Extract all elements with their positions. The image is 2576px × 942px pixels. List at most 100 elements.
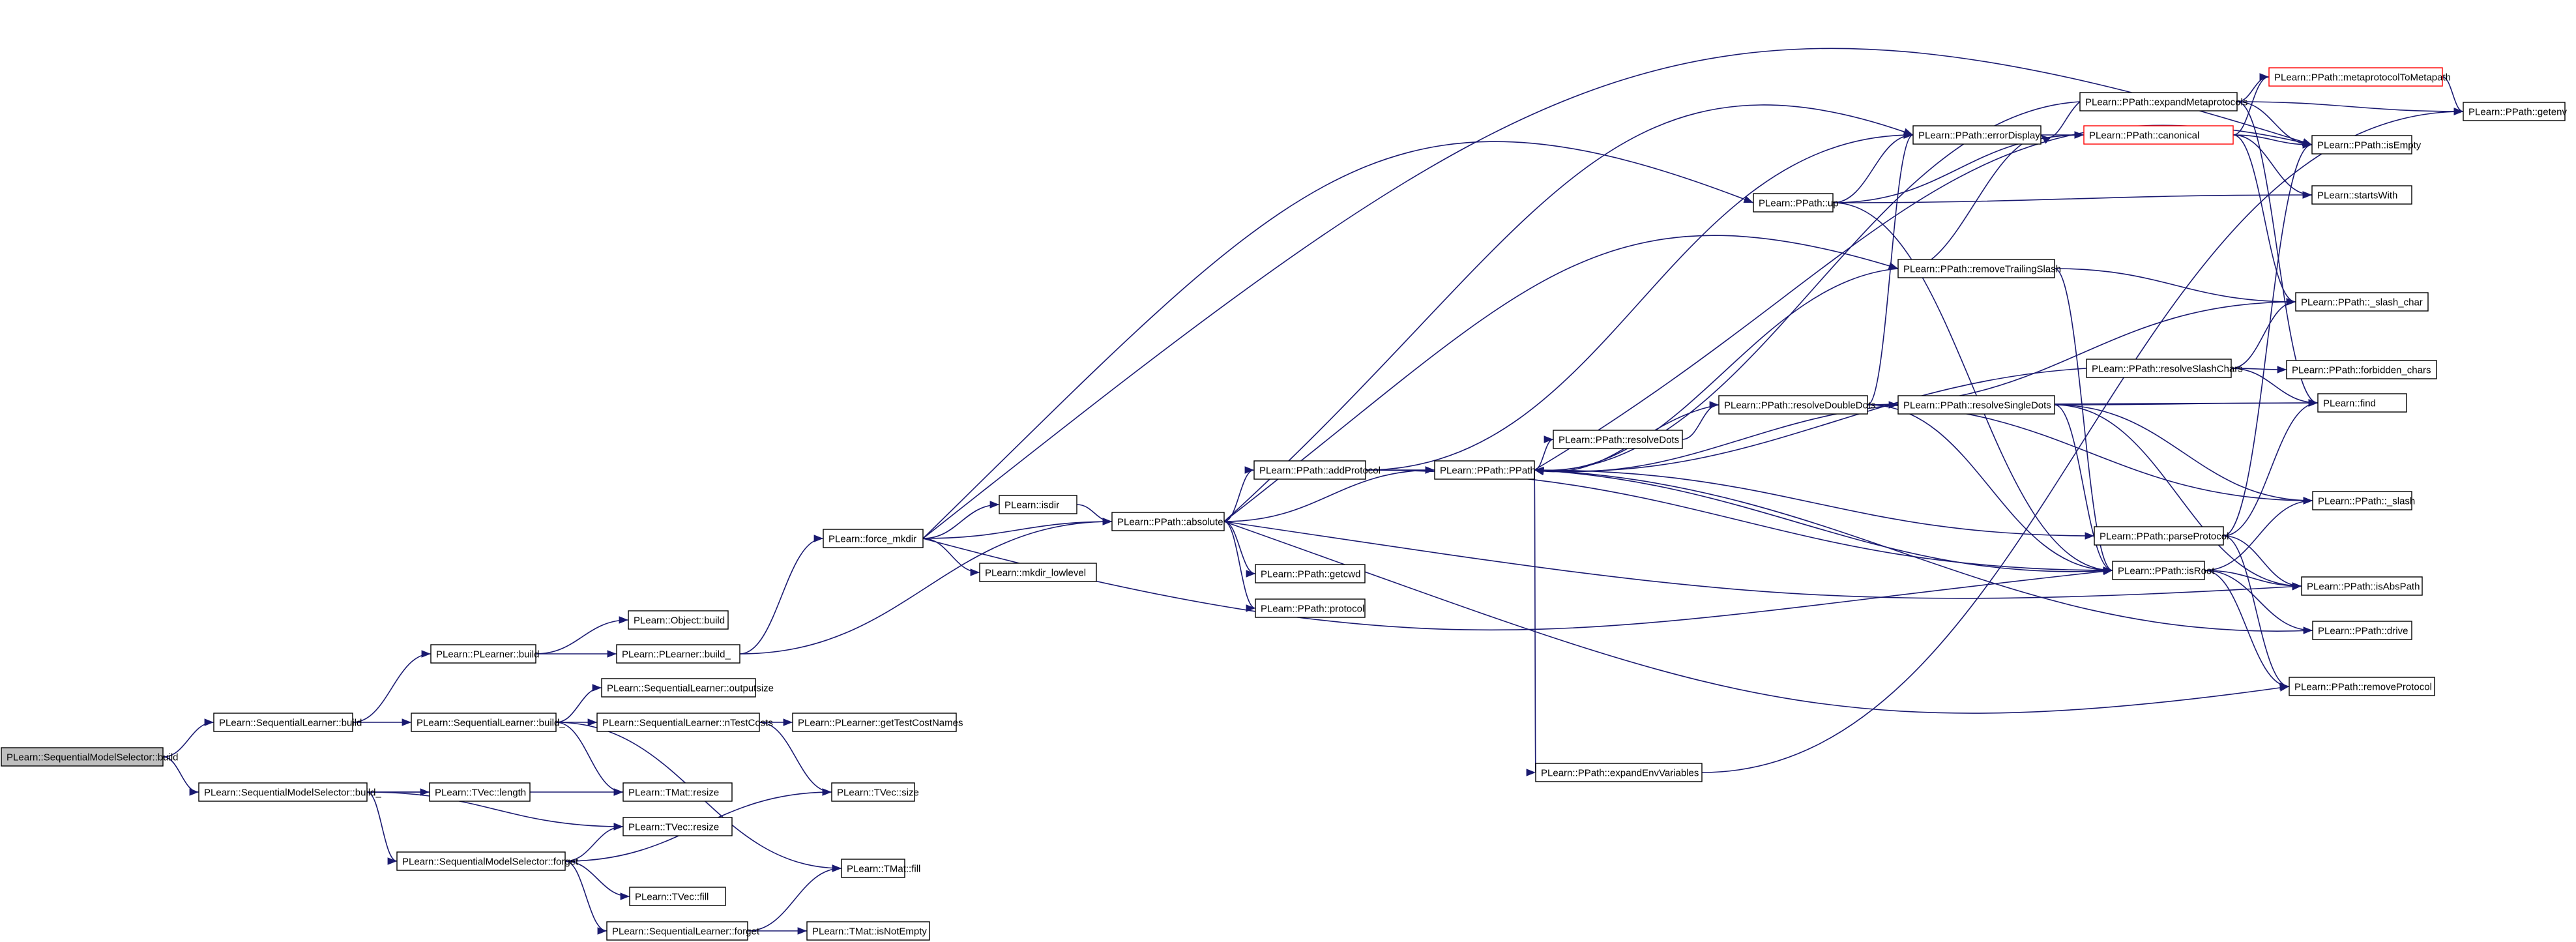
- graph-node[interactable]: PLearn::PPath::resolveSlashChars: [2086, 359, 2243, 378]
- graph-node[interactable]: PLearn::PPath::addProtocol: [1253, 460, 1381, 480]
- node-box[interactable]: [1111, 512, 1225, 531]
- graph-node[interactable]: PLearn::PPath::_slash_char: [2295, 292, 2429, 312]
- graph-node[interactable]: PLearn::PPath::removeProtocol: [2289, 677, 2435, 696]
- graph-node[interactable]: PLearn::PLearner::build: [430, 644, 539, 664]
- node-box[interactable]: [2311, 135, 2412, 155]
- node-box[interactable]: [2289, 677, 2435, 696]
- graph-node[interactable]: PLearn::PPath::PPath: [1434, 460, 1536, 480]
- node-box[interactable]: [2463, 102, 2566, 121]
- graph-node[interactable]: PLearn::PPath::absolute: [1111, 512, 1225, 531]
- node-box[interactable]: [2295, 292, 2429, 312]
- graph-node[interactable]: PLearn::TVec::fill: [629, 887, 726, 906]
- node-box[interactable]: [198, 782, 368, 802]
- node-box[interactable]: [823, 529, 924, 548]
- graph-node[interactable]: PLearn::SequentialLearner::build: [213, 713, 362, 732]
- graph-node[interactable]: PLearn::TVec::length: [429, 782, 531, 802]
- node-box[interactable]: [1253, 460, 1366, 480]
- node-box[interactable]: [2311, 185, 2412, 205]
- graph-node[interactable]: PLearn::SequentialModelSelector::forget: [396, 851, 579, 871]
- graph-node[interactable]: PLearn::SequentialLearner::forget: [606, 921, 760, 941]
- graph-node[interactable]: PLearn::PPath::resolveDots: [1553, 430, 1683, 449]
- root-node-box[interactable]: [1, 747, 164, 767]
- node-box[interactable]: [831, 782, 915, 802]
- node-box[interactable]: [2301, 576, 2423, 596]
- graph-node[interactable]: PLearn::PLearner::build_: [616, 644, 740, 664]
- graph-node[interactable]: PLearn::find: [2317, 393, 2407, 413]
- graph-node[interactable]: PLearn::Object::build: [628, 610, 729, 630]
- graph-node[interactable]: PLearn::PPath::getenv: [2463, 102, 2567, 121]
- node-box[interactable]: [999, 495, 1077, 514]
- graph-node[interactable]: PLearn::SequentialLearner::nTestCosts: [596, 713, 773, 732]
- node-box[interactable]: [2286, 360, 2437, 379]
- node-box[interactable]: [1535, 763, 1703, 782]
- node-box[interactable]: [213, 713, 353, 732]
- graph-node[interactable]: PLearn::PPath::getcwd: [1255, 564, 1366, 583]
- graph-node[interactable]: PLearn::TMat::resize: [622, 782, 733, 802]
- node-box[interactable]: [411, 713, 557, 732]
- node-box[interactable]: [396, 851, 566, 871]
- node-box[interactable]: [1897, 395, 2055, 415]
- node-box[interactable]: [2268, 67, 2443, 87]
- node-box[interactable]: [430, 644, 536, 664]
- node-box[interactable]: [606, 921, 748, 941]
- node-box[interactable]: [2079, 92, 2238, 111]
- graph-node[interactable]: PLearn::PPath::expandEnvVariables: [1535, 763, 1703, 782]
- node-box[interactable]: [622, 817, 733, 836]
- node-box[interactable]: [1753, 193, 1834, 213]
- node-box[interactable]: [2083, 125, 2234, 145]
- graph-node[interactable]: PLearn::PPath::forbidden_chars: [2286, 360, 2437, 379]
- graph-node[interactable]: PLearn::PPath::up: [1753, 193, 1839, 213]
- graph-node[interactable]: PLearn::PPath::removeTrailingSlash: [1897, 259, 2061, 278]
- node-box[interactable]: [1434, 460, 1535, 480]
- node-box[interactable]: [622, 782, 733, 802]
- graph-node[interactable]: PLearn::PPath::resolveDoubleDots: [1718, 395, 1876, 415]
- graph-node[interactable]: PLearn::mkdir_lowlevel: [979, 563, 1097, 582]
- graph-node[interactable]: PLearn::PPath::_slash: [2312, 491, 2415, 510]
- node-box[interactable]: [616, 644, 740, 664]
- node-box[interactable]: [1255, 598, 1366, 618]
- graph-node[interactable]: PLearn::PPath::drive: [2312, 621, 2412, 640]
- graph-node[interactable]: PLearn::PPath::isRoot: [2112, 561, 2215, 580]
- graph-node[interactable]: PLearn::PPath::resolveSingleDots: [1897, 395, 2055, 415]
- graph-node[interactable]: PLearn::SequentialModelSelector::build: [1, 747, 179, 767]
- graph-node[interactable]: PLearn::SequentialLearner::outputsize: [601, 678, 774, 698]
- node-box[interactable]: [2312, 491, 2412, 510]
- node-box[interactable]: [601, 678, 756, 698]
- node-box[interactable]: [2317, 393, 2407, 413]
- node-box[interactable]: [1553, 430, 1683, 449]
- node-box[interactable]: [429, 782, 531, 802]
- node-box[interactable]: [1912, 125, 2042, 145]
- graph-node[interactable]: PLearn::TVec::resize: [622, 817, 733, 836]
- node-box[interactable]: [596, 713, 760, 732]
- graph-node[interactable]: PLearn::PPath::isAbsPath: [2301, 576, 2423, 596]
- node-box[interactable]: [806, 921, 930, 941]
- node-box[interactable]: [2112, 561, 2205, 580]
- graph-node[interactable]: PLearn::PPath::isEmpty: [2311, 135, 2422, 155]
- graph-node[interactable]: PLearn::PPath::canonical: [2083, 125, 2234, 145]
- node-box[interactable]: [1897, 259, 2055, 278]
- node-box[interactable]: [979, 563, 1097, 582]
- node-box[interactable]: [2086, 359, 2232, 378]
- graph-node[interactable]: PLearn::PPath::errorDisplay: [1912, 125, 2042, 145]
- node-box[interactable]: [1718, 395, 1868, 415]
- graph-node[interactable]: PLearn::PPath::metaprotocolToMetapath: [2268, 67, 2451, 87]
- node-box[interactable]: [1255, 564, 1366, 583]
- node-box[interactable]: [841, 859, 905, 878]
- graph-node[interactable]: PLearn::SequentialModelSelector::build_: [198, 782, 382, 802]
- node-box[interactable]: [2312, 621, 2412, 640]
- graph-node[interactable]: PLearn::PLearner::getTestCostNames: [792, 713, 963, 732]
- node-box[interactable]: [2094, 526, 2224, 546]
- graph-node[interactable]: PLearn::startsWith: [2311, 185, 2412, 205]
- graph-node[interactable]: PLearn::force_mkdir: [823, 529, 924, 548]
- graph-node[interactable]: PLearn::SequentialLearner::build_: [411, 713, 565, 732]
- graph-node[interactable]: PLearn::PPath::protocol: [1255, 598, 1366, 618]
- node-box[interactable]: [628, 610, 729, 630]
- node-box[interactable]: [629, 887, 726, 906]
- graph-node[interactable]: PLearn::TMat::fill: [841, 859, 920, 878]
- graph-node[interactable]: PLearn::PPath::expandMetaprotocols: [2079, 92, 2247, 111]
- graph-node[interactable]: PLearn::TVec::size: [831, 782, 919, 802]
- graph-node[interactable]: PLearn::isdir: [999, 495, 1077, 514]
- graph-node[interactable]: PLearn::PPath::parseProtocol: [2094, 526, 2229, 546]
- graph-node[interactable]: PLearn::TMat::isNotEmpty: [806, 921, 930, 941]
- node-box[interactable]: [792, 713, 957, 732]
